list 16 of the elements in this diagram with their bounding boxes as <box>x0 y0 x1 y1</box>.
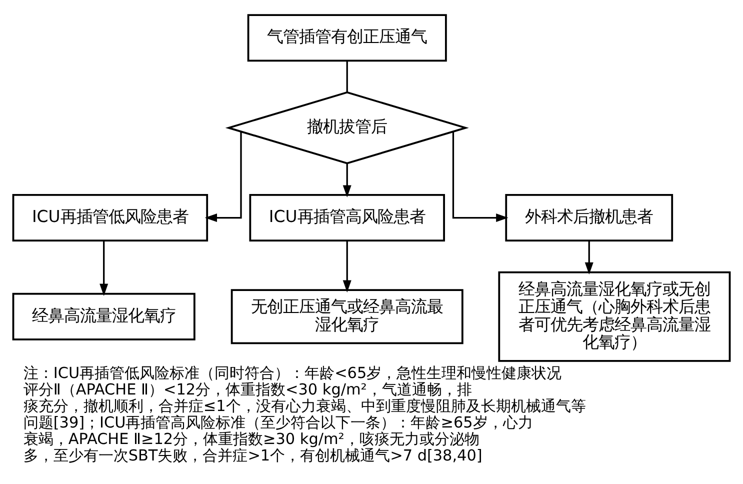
node-box: 气管插管有创正压通气 <box>247 14 447 62</box>
node-box: 外科术后撤机患者 <box>505 194 674 242</box>
arrow <box>204 131 242 222</box>
arrow <box>342 240 352 292</box>
connector <box>346 60 348 92</box>
caption: 注：ICU再插管低风险标准（同时符合）：年龄<65岁，急性生理和慢性健康状况评分Ⅱ（APACHE Ⅱ）<12分，体重指数<30 kg/m²，气道通畅，排痰充分，撤机顺利，合并症≤1个，没有心力衰竭、中到重度慢阻肺及长期机械通气等问题[39]；ICU再插管高风险标准（至少符合以下一条）：年龄≥65岁，心力衰竭，APACHE Ⅱ≥12分，体重指数≥30 kg/m²，咳痰无力或分泌物多，至少有一次SBT失败，合并症>1个，有创机械通气>7 d[38,40] <box>23 364 586 464</box>
arrow <box>584 240 594 274</box>
node-box: 经鼻高流量湿化氧疗或无创正压通气（心胸外科术后患者可优先考虑经鼻高流量湿化氧疗） <box>498 270 731 362</box>
node-box: ICU再插管高风险患者 <box>249 194 445 242</box>
node-diamond: 撤机拔管后 <box>225 90 469 164</box>
node-box: 经鼻高流量湿化氧疗 <box>12 292 196 340</box>
arrow <box>452 131 508 222</box>
node-box: ICU再插管低风险患者 <box>12 194 208 242</box>
node-box: 无创正压通气或经鼻高流最湿化氧疗 <box>230 288 464 344</box>
arrow <box>342 162 352 197</box>
arrow <box>100 240 108 296</box>
